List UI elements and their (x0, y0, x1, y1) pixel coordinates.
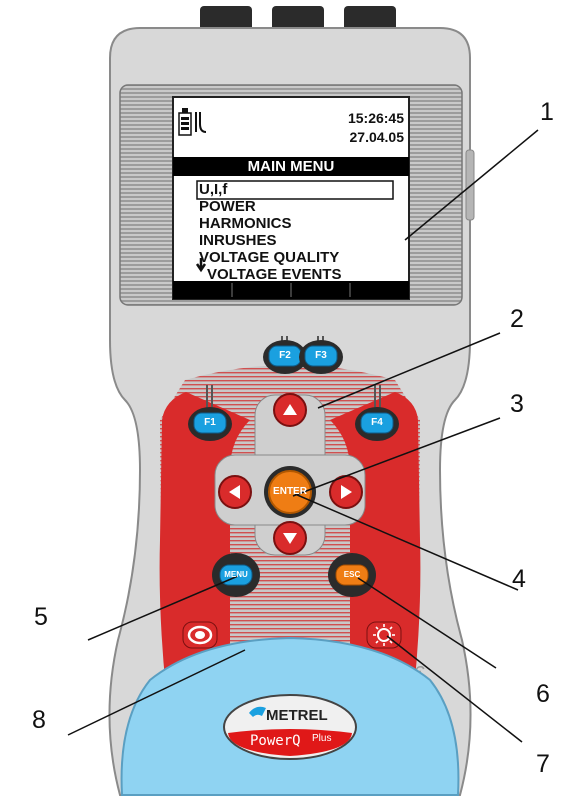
callout-8: 8 (32, 706, 46, 734)
f4-key[interactable] (355, 407, 399, 441)
callout-3: 3 (510, 390, 524, 418)
menu-item-harmonics[interactable]: HARMONICS (199, 215, 292, 232)
brand-name: METREL (266, 707, 328, 724)
menu-item-voltage-events[interactable]: VOLTAGE EVENTS (207, 266, 342, 283)
top-connectors (200, 6, 396, 32)
up-arrow-key[interactable] (273, 393, 307, 427)
f4-key-label: F4 (371, 417, 383, 428)
screen-time: 15:26:45 (347, 110, 404, 126)
product-name: PowerQ (250, 733, 301, 749)
down-arrow-key[interactable] (273, 521, 307, 555)
callout-4: 4 (512, 565, 526, 593)
screen-title: MAIN MENU (247, 158, 335, 175)
scroll-down-icon (195, 258, 207, 273)
product-suffix: Plus (312, 733, 332, 744)
callout-1: 1 (540, 98, 554, 126)
f1-key-label: F1 (204, 417, 216, 428)
menu-item-power[interactable]: POWER (199, 198, 256, 215)
callout-7: 7 (536, 750, 550, 778)
callout-lines (67, 129, 539, 743)
esc-key-label: ESC (343, 570, 361, 579)
f3-key[interactable] (299, 340, 343, 374)
enter-key-label: ENTER (273, 486, 307, 497)
menu-key-label: MENU (224, 570, 248, 579)
metrel-logo-icon (249, 706, 266, 717)
battery-icon (178, 108, 192, 136)
backlight-key[interactable] (366, 621, 402, 649)
menu-item-voltage-quality[interactable]: VOLTAGE QUALITY (199, 249, 340, 266)
screen-date: 27.04.05 (349, 129, 405, 145)
f2-key[interactable] (263, 340, 307, 374)
power-key[interactable] (182, 621, 218, 649)
plug-icon (195, 112, 207, 133)
menu-item-inrushes[interactable]: INRUSHES (199, 232, 277, 249)
menu-item-uif[interactable]: U,I,f (199, 181, 228, 198)
f2-key-label: F2 (279, 350, 291, 361)
callout-2: 2 (510, 305, 524, 333)
enter-key[interactable] (264, 466, 316, 518)
left-arrow-key[interactable] (218, 475, 252, 509)
f1-key[interactable] (188, 407, 232, 441)
brand-badge (223, 694, 357, 760)
callout-5: 5 (34, 603, 48, 631)
callout-6: 6 (536, 680, 550, 708)
f3-key-label: F3 (315, 350, 327, 361)
lcd-screen (172, 96, 410, 300)
